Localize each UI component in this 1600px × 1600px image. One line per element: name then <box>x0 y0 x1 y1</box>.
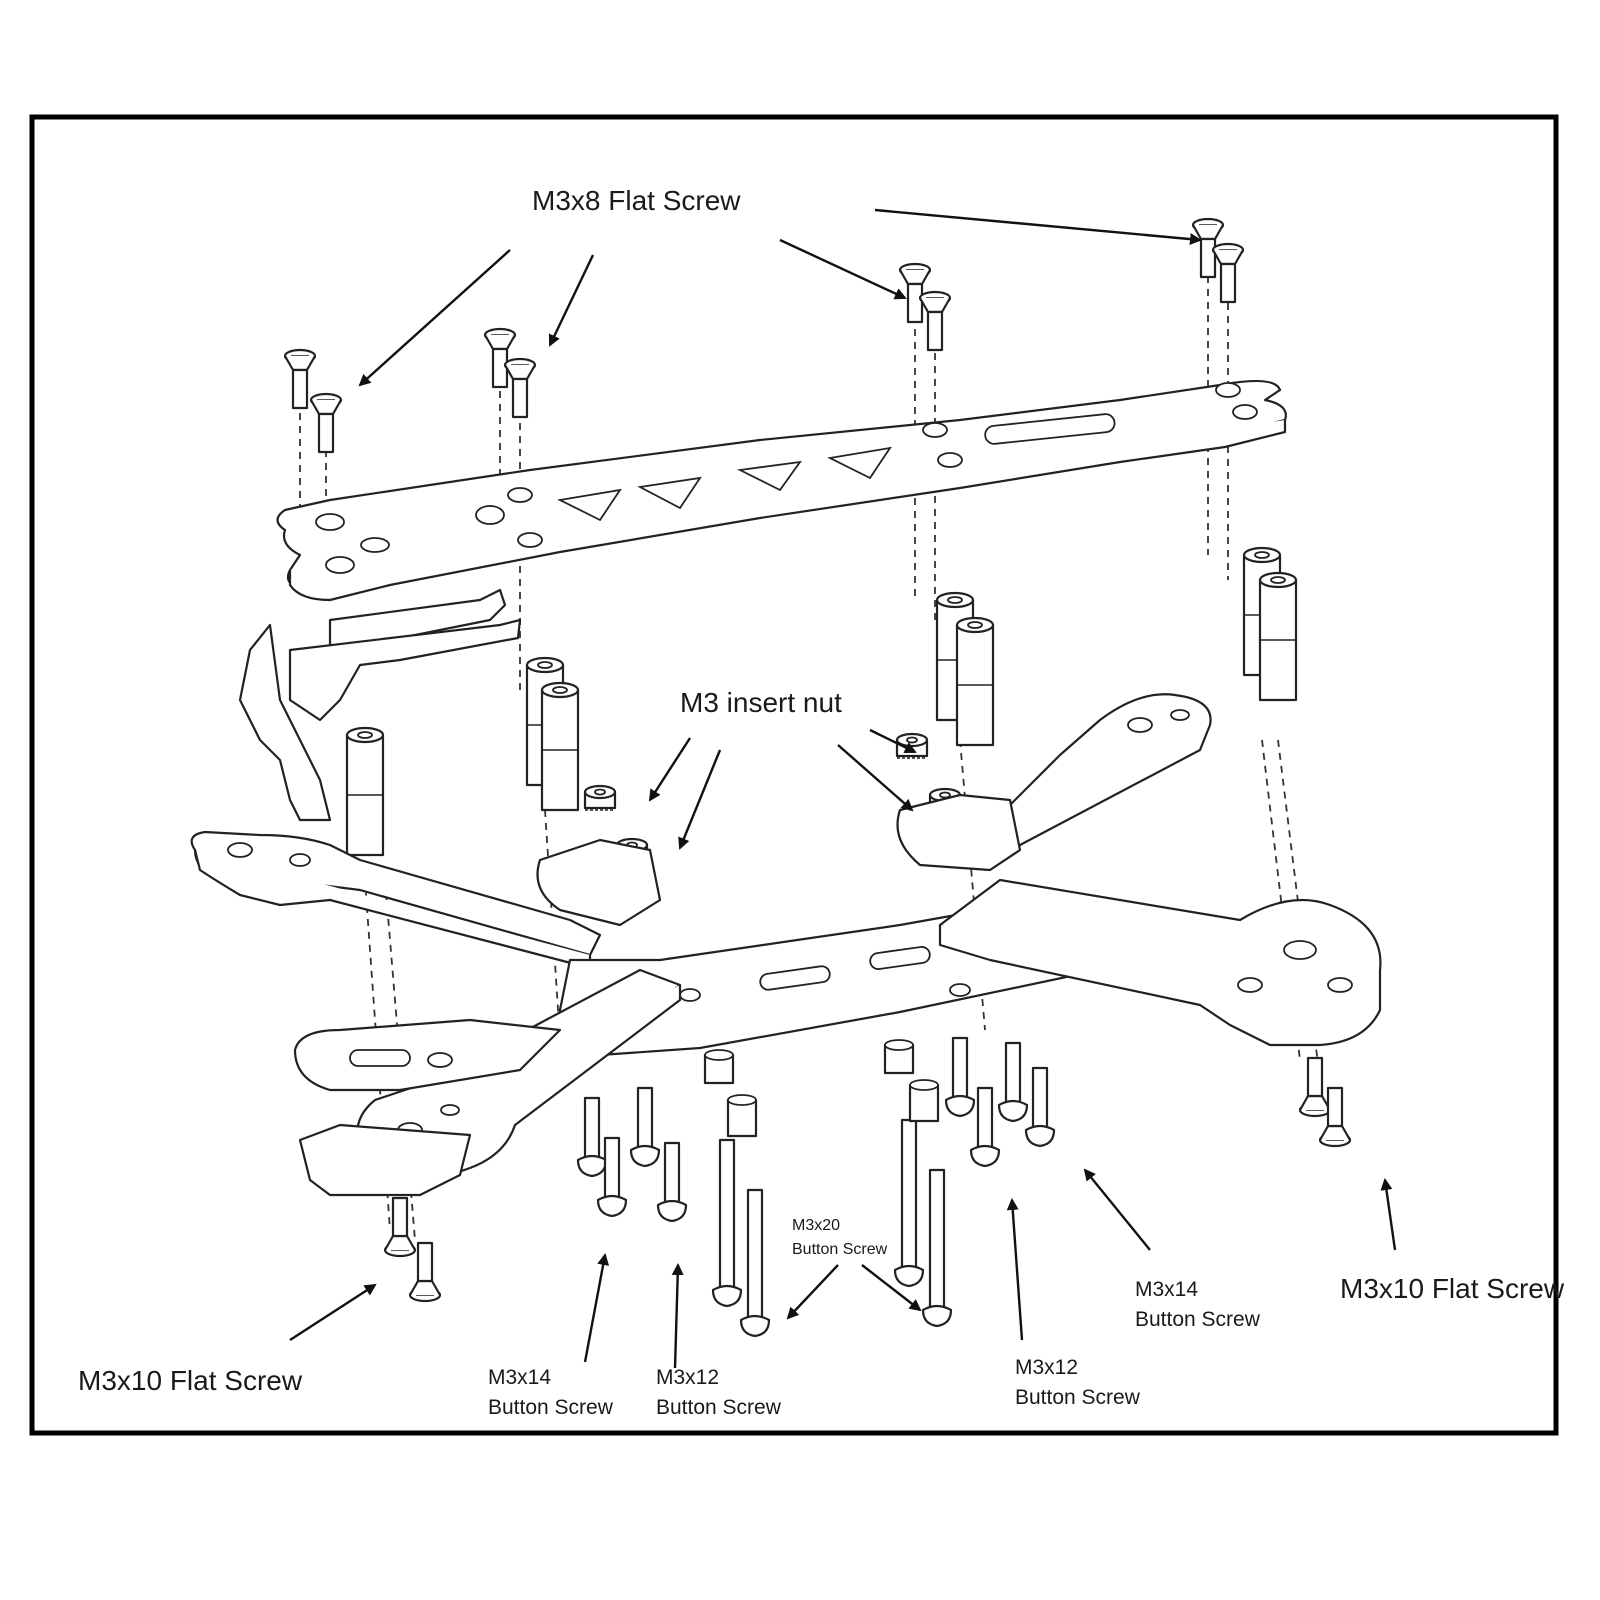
standoff-7 <box>1258 571 1298 702</box>
bottom-screws <box>383 1036 1352 1338</box>
label-m3x12-right-line2: Button Screw <box>1015 1386 1141 1409</box>
label-m3x14-left-line1: M3x14 <box>488 1366 551 1389</box>
bottom-frame <box>190 693 1382 1197</box>
standoff-1 <box>345 726 385 857</box>
label-m3x10-flat-screw-left: M3x10 Flat Screw <box>78 1365 303 1396</box>
label-m3x14-left-line2: Button Screw <box>488 1396 614 1419</box>
top-plate <box>276 379 1287 602</box>
label-m3x12-left-line1: M3x12 <box>656 1366 719 1389</box>
label-m3x12-left-line2: Button Screw <box>656 1396 782 1419</box>
callout-arrows <box>289 208 1397 1369</box>
flat-screw-top-6 <box>918 290 952 352</box>
standoff-5 <box>955 616 995 747</box>
label-m3x20-line2: Button Screw <box>792 1241 888 1258</box>
label-m3x14-right-line2: Button Screw <box>1135 1308 1261 1331</box>
camera-side-brackets <box>238 588 522 822</box>
flat-screw-top-4 <box>503 357 537 419</box>
flat-screw-top-2 <box>309 392 343 454</box>
flat-screw-top-8 <box>1211 242 1245 304</box>
label-m3-insert-nut: M3 insert nut <box>680 687 842 718</box>
label-m3x20-line1: M3x20 <box>792 1217 840 1234</box>
label-m3x8-flat-screw: M3x8 Flat Screw <box>532 185 741 216</box>
standoff-3 <box>540 681 580 812</box>
label-m3x10-flat-screw-right: M3x10 Flat Screw <box>1340 1273 1565 1304</box>
border-frame <box>29 114 1559 1436</box>
flat-screw-top-3 <box>483 327 517 389</box>
insert-nut-1 <box>583 784 617 812</box>
label-m3x12-right-line1: M3x12 <box>1015 1356 1078 1379</box>
label-m3x14-right-line1: M3x14 <box>1135 1278 1198 1301</box>
